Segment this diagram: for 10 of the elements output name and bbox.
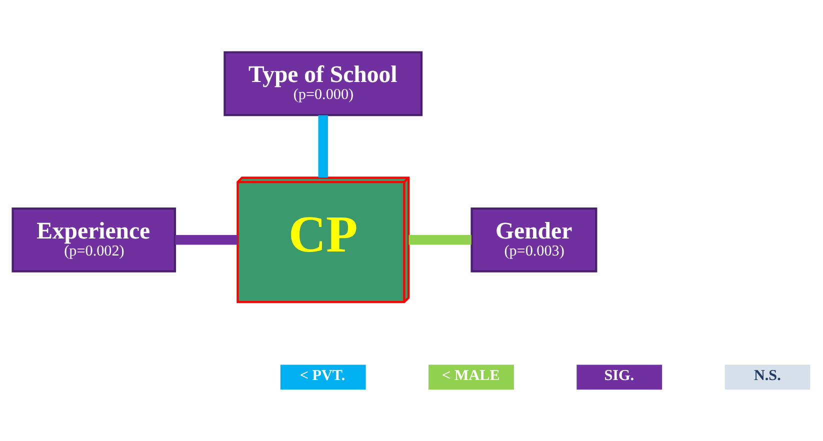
legend-label: N.S.: [754, 368, 781, 384]
legend-label: < MALE: [442, 368, 500, 384]
node-box: Experience (p=0.002): [12, 206, 176, 272]
connector: [175, 234, 238, 244]
node-box: Type of School (p=0.000): [224, 50, 423, 116]
legend-label: < PVT.: [300, 368, 346, 384]
connector: [408, 234, 472, 244]
node-box: Gender (p=0.003): [470, 206, 598, 272]
legend-label: SIG.: [604, 368, 634, 384]
connector: [318, 114, 328, 178]
